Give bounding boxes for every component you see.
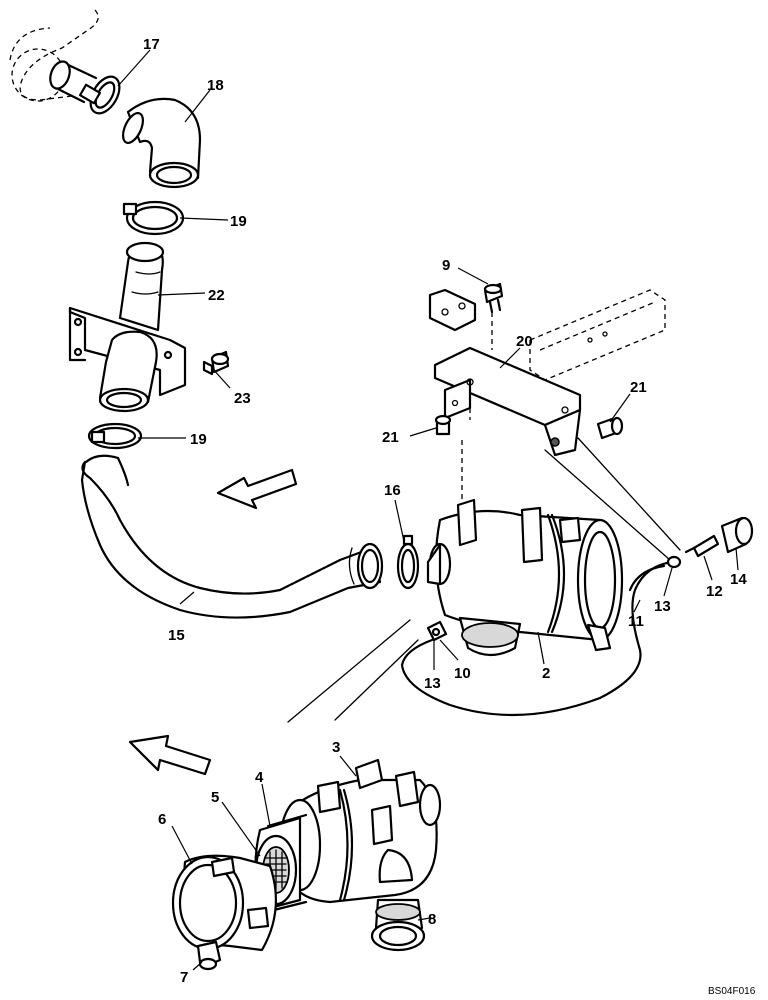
bolt-21-left (434, 414, 452, 436)
main-hose-15 (80, 454, 384, 619)
flow-arrow-upper (216, 468, 298, 510)
frame-rail (529, 289, 666, 381)
evacuator-valve-7 (196, 940, 222, 971)
dust-cap-8 (370, 898, 426, 952)
callout-22: 22 (208, 287, 225, 304)
callout-7: 7 (180, 969, 188, 986)
callout-18: 18 (207, 77, 224, 94)
restriction-indicator-14 (720, 516, 754, 554)
elbow-hose-18 (121, 97, 202, 189)
fitting-13-left (426, 620, 448, 642)
callout-19-upper: 19 (230, 213, 247, 230)
callout-3: 3 (332, 739, 340, 756)
callout-labels: 17 18 19 22 23 19 15 16 9 20 21 21 14 12… (143, 36, 747, 986)
callout-10: 10 (454, 665, 471, 682)
callout-11: 11 (628, 613, 644, 630)
hose-clamp-17 (78, 75, 121, 115)
fitting-12 (684, 534, 720, 558)
callout-15: 15 (168, 627, 185, 644)
bolt-23 (202, 350, 230, 376)
mounting-bracket-20 (433, 346, 582, 457)
callout-20: 20 (516, 333, 533, 350)
callout-4: 4 (255, 769, 264, 786)
callout-17: 17 (143, 36, 160, 53)
bolt-21-right (596, 416, 624, 440)
pipe-elbow-22-lower (98, 330, 158, 413)
callout-9: 9 (442, 257, 450, 274)
hose-clamp-19-upper (122, 200, 185, 236)
hose-22 (118, 241, 165, 332)
callout-21-right: 21 (630, 379, 647, 396)
callout-8: 8 (428, 911, 436, 928)
fitting-13-right (666, 555, 682, 569)
callout-21-left: 21 (382, 429, 399, 446)
housing-3 (278, 758, 442, 904)
mount-plate-upper (428, 288, 477, 332)
hose-clamp-16 (396, 534, 420, 590)
callout-2: 2 (542, 665, 550, 682)
drawing-code: BS04F016 (708, 986, 756, 997)
air-cleaner-2 (426, 498, 624, 657)
vacuum-hose-11 (400, 560, 674, 717)
callout-14: 14 (730, 571, 747, 588)
turbo-outlet-pipe (49, 60, 98, 104)
callout-12: 12 (706, 583, 723, 600)
hose-clamp-19-lower (87, 422, 143, 450)
callout-5: 5 (211, 789, 219, 806)
callout-23: 23 (234, 390, 251, 407)
callout-13-left: 13 (424, 675, 441, 692)
bolt-9 (483, 282, 504, 314)
leader-lines (117, 49, 739, 971)
callout-13-right: 13 (654, 598, 671, 615)
callout-6: 6 (158, 811, 166, 828)
end-cover-6 (171, 854, 278, 952)
callout-19-lower: 19 (190, 431, 207, 448)
flow-arrow-lower (128, 734, 212, 776)
callout-16: 16 (384, 482, 401, 499)
